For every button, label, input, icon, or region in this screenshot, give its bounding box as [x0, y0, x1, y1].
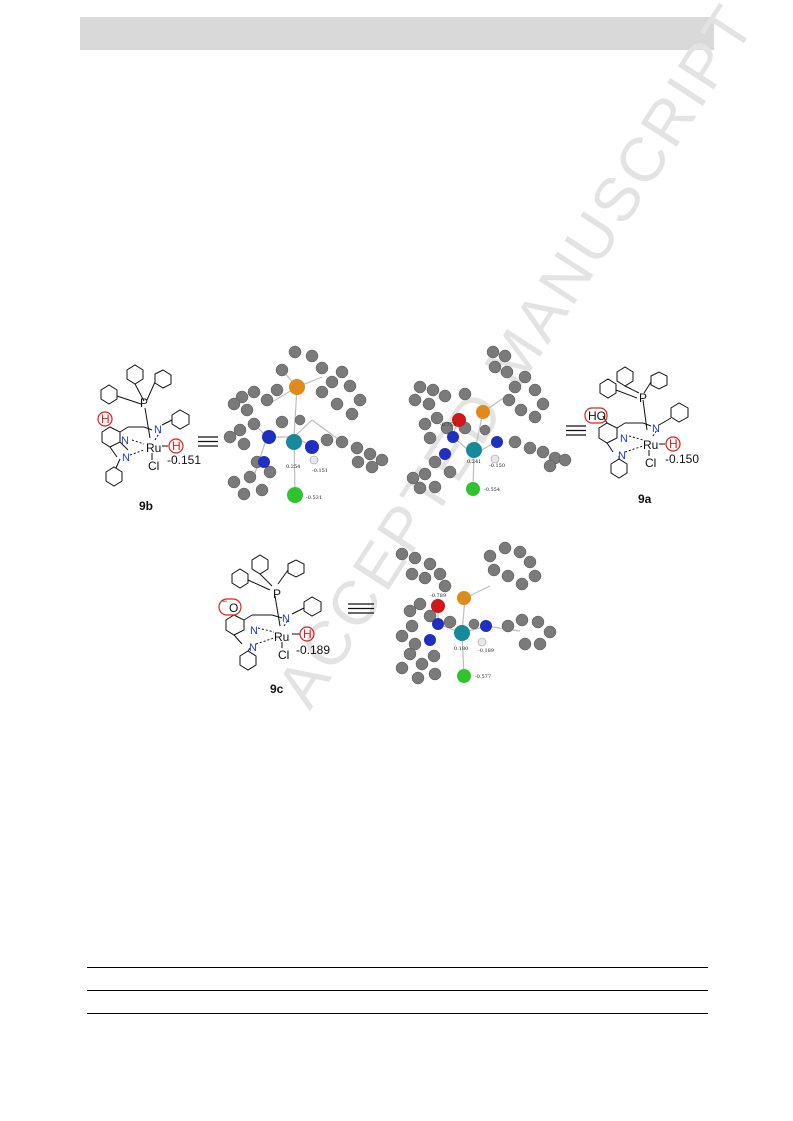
model-ru-charge: 0.241: [467, 459, 481, 465]
carbon-atoms: [395, 541, 557, 685]
model-h-charge: -0.189: [478, 648, 494, 654]
compound-label-9b: 9b: [139, 499, 153, 513]
chlorine-atom: [287, 487, 303, 503]
chlorine-label: Cl: [148, 459, 159, 473]
chlorine-atom: [457, 669, 471, 683]
chlorine-label: Cl: [278, 648, 289, 662]
nitrogen-atom-3: [424, 634, 436, 646]
hydride-charge: -0.150: [665, 452, 699, 466]
model-cl-charge: -0.577: [475, 674, 491, 680]
minus-sign: −: [222, 596, 227, 606]
structure-9c: P N N N Ru Cl − O H -0.189 9c: [218, 554, 330, 696]
hydride-atom: [490, 454, 500, 464]
nitrogen-atom-2: [491, 436, 503, 448]
hydride-h-label: H: [303, 627, 312, 641]
ruthenium-atom: [454, 625, 470, 641]
hydroxy-label: HO: [588, 409, 606, 423]
oxygen-atom: [452, 413, 466, 427]
bond-lines: [100, 364, 190, 487]
phosphorus-label: P: [639, 391, 647, 405]
highlight-circle-hydride: [168, 438, 184, 454]
model-cl-charge: -0.531: [306, 495, 322, 501]
model-9b: 0.254 -0.151 -0.531: [223, 345, 389, 503]
phosphorus-label: P: [273, 587, 281, 601]
amido-n-label: N: [249, 642, 257, 654]
chlorine-label: Cl: [645, 456, 656, 470]
model-h-charge: -0.151: [312, 468, 328, 474]
nitrogen-atom-1: [447, 431, 459, 443]
carbon-atoms: [406, 345, 572, 495]
structure-9a: P N N N Ru Cl HO H -0.150 9a: [584, 366, 699, 506]
model-cl-charge: -0.554: [484, 487, 500, 493]
amido-n-label: N: [618, 450, 626, 462]
hydride-charge: -0.151: [167, 453, 201, 467]
nitrogen-atom-2: [305, 440, 319, 454]
pyridine-n-label: N: [620, 433, 628, 445]
circled-h-label: H: [101, 412, 110, 426]
pyridine-n-label: N: [250, 625, 258, 637]
nitrogen-atom-2: [480, 620, 492, 632]
ruthenium-atom: [286, 434, 302, 450]
highlight-circle-hydride: [665, 436, 681, 452]
highlight-circle-h: [97, 411, 113, 427]
phosphorus-atom: [289, 379, 305, 395]
oxygen-atom: [431, 599, 445, 613]
table-top-rule: [87, 967, 708, 968]
amido-n-label: N: [122, 452, 130, 464]
hydride-h-label: H: [172, 439, 181, 453]
table-mid-rule: [87, 990, 708, 991]
nitrogen-atom-3: [439, 448, 451, 460]
hydride-h-label: H: [669, 437, 678, 451]
imine-n-label: N: [282, 613, 290, 625]
nitrogen-atom-1: [262, 430, 276, 444]
nitrogen-atom-1: [432, 618, 444, 630]
model-ru-charge: 0.180: [454, 646, 468, 652]
ruthenium-label: Ru: [643, 438, 658, 452]
phosphorus-atom: [476, 405, 490, 419]
model-9c: -0.789 0.180 -0.189 -0.577: [395, 541, 557, 685]
model-ru-charge: 0.254: [286, 464, 300, 470]
hydride-atom: [477, 637, 487, 647]
compound-label-9c: 9c: [270, 682, 284, 696]
model-o-charge: -0.789: [430, 593, 446, 599]
model-9a: -0.753 0.241 -0.150 -0.554: [406, 345, 572, 496]
compound-label-9a: 9a: [638, 492, 652, 506]
highlight-circle-hydride: [299, 626, 315, 642]
bond-lines: [598, 366, 689, 479]
equiv-symbol-9b: [198, 436, 218, 447]
hydride-atom: [309, 455, 319, 465]
pyridine-n-label: N: [121, 435, 129, 447]
table-bottom-rule: [87, 1013, 708, 1014]
equiv-symbol-9c: [348, 603, 374, 614]
highlight-circle-o: [218, 598, 242, 616]
oxide-o-label: O: [229, 601, 238, 615]
chlorine-atom: [466, 482, 480, 496]
model-h-charge: -0.150: [489, 463, 505, 469]
model-o-charge: -0.753: [440, 422, 456, 428]
highlight-circle-ho: [584, 407, 608, 424]
phosphorus-label: P: [140, 396, 148, 410]
carbon-atoms: [223, 345, 389, 501]
ruthenium-label: Ru: [274, 630, 289, 644]
ruthenium-atom: [466, 442, 482, 458]
structure-9b: P N N N Ru Cl H H -0.151 9b: [97, 364, 201, 513]
equiv-symbol-9a: [566, 425, 586, 436]
ruthenium-label: Ru: [146, 441, 161, 455]
hydride-charge: -0.189: [296, 643, 330, 657]
imine-n-label: N: [154, 424, 162, 436]
imine-n-label: N: [652, 423, 660, 435]
phosphorus-atom: [457, 591, 471, 605]
nitrogen-atom-3: [258, 456, 270, 468]
header-bar: [80, 17, 714, 50]
